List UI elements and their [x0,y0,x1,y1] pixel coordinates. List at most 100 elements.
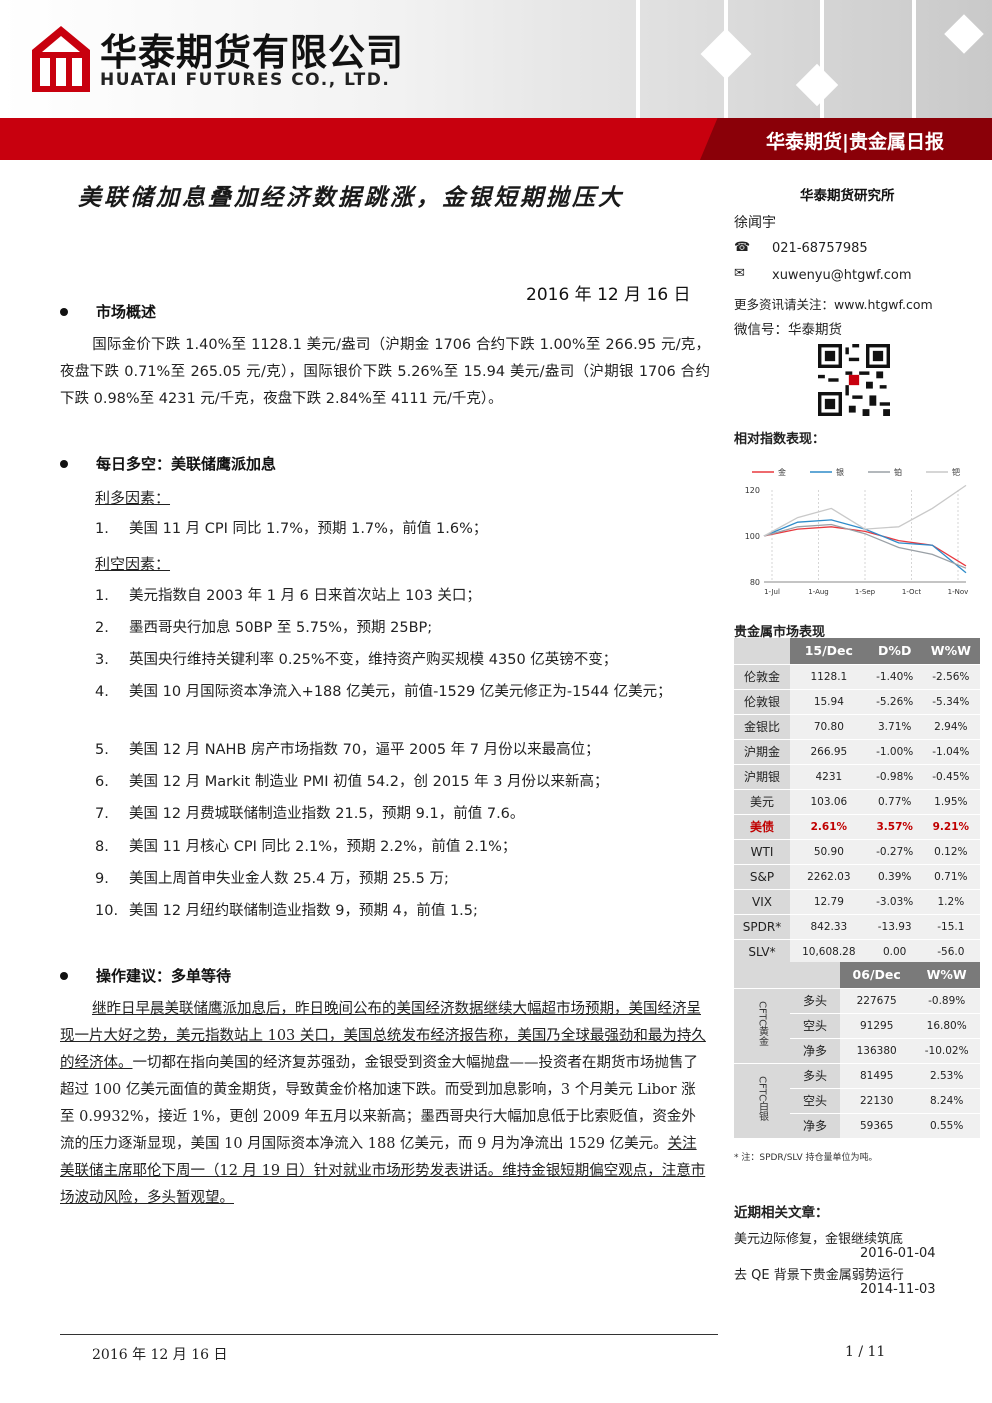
cell-value: 15.94 [790,689,868,715]
qr-code-icon [818,344,890,416]
row-label: WTI [734,839,790,865]
cell-week-change: -15.1 [921,914,980,940]
cell-value: 10,608.28 [790,939,868,965]
cell-value: 50.90 [790,839,868,865]
section-heading-overview: 市场概述 [96,303,157,321]
list-item: 6.美国 12 月 Markit 制造业 PMI 初值 54.2，创 2015 … [95,774,609,790]
list-item: 4.美国 10 月国际资本净流入+188 亿美元，前值-1529 亿美元修正为-… [95,684,672,700]
chart-heading: 相对指数表现： [734,432,826,447]
y-tick-label: 120 [745,486,760,495]
header-banner [0,0,992,118]
cell-day-change: 0.00 [867,939,922,965]
y-tick-label: 100 [745,532,760,541]
cell-week-change: 16.80% [913,1013,980,1039]
row-label: S&P [734,864,790,890]
list-item: 9.美国上周首申失业金人数 25.4 万，预期 25.5 万; [95,871,449,887]
cell-week-change: 2.53% [913,1063,980,1089]
bullet-icon [60,972,68,980]
row-label: 空头 [790,1088,840,1114]
x-tick-label: 1-Oct [902,588,922,596]
cell-value: 2262.03 [790,864,868,890]
bullet-icon [60,308,68,316]
cell-value: 103.06 [790,789,868,815]
red-band-accent [700,118,992,160]
more-info-link[interactable]: 更多资讯请关注：www.htgwf.com [734,297,933,312]
advice-paragraph: 继昨日早晨美联储鹰派加息后，昨日晚间公布的美国经济数据继续大幅超市场预期，美国经… [60,996,710,1212]
article-link[interactable]: 美元边际修复，金银继续筑底 [734,1232,904,1247]
market-table-heading: 贵金属市场表现 [734,625,826,640]
email-link[interactable]: xuwenyu@htgwf.com [772,268,912,283]
row-label: 伦敦金 [734,664,790,690]
bear-factors-label: 利空因素： [95,555,171,573]
wechat-id: 微信号：华泰期货 [734,322,842,338]
row-label: 沪期银 [734,764,790,790]
table-header-row: 06/Dec W%W [734,962,980,989]
cell-value: 136380 [840,1038,914,1064]
bullet-icon [60,460,68,468]
articles-heading: 近期相关文章： [734,1205,829,1221]
email-icon: ✉ [734,266,745,281]
company-name-en: HUATAI FUTURES CO., LTD. [100,70,391,90]
research-institute: 华泰期货研究所 [800,188,895,204]
cell-day-change: -1.00% [867,739,922,765]
row-label: SPDR* [734,914,790,940]
article-date: 2016-01-04 [860,1246,936,1261]
article-link[interactable]: 去 QE 背景下贵金属弱势运行 [734,1268,904,1283]
group-label: CFTC白银 [734,1063,790,1139]
cell-day-change: -0.98% [867,764,922,790]
overview-text: 国际金价下跌 1.40%至 1128.1 美元/盎司（沪期金 1706 合约下跌… [60,337,710,407]
row-label: 美债 [734,814,790,840]
row-label: VIX [734,889,790,915]
cell-value: 91295 [840,1013,914,1039]
cell-week-change: 2.94% [921,714,980,740]
legend-label: 钯 [952,467,960,477]
cell-week-change: -10.02% [913,1038,980,1064]
x-tick-label: 1-Sep [855,588,876,596]
cell-day-change: 0.39% [867,864,922,890]
legend-label: 铂 [894,467,902,477]
advice-text-underlined: 关注美联储主席耶伦下周一（12 月 19 日）针对就业市场形势发表讲话。维持金银… [60,1136,706,1206]
list-item: 8.美国 11 月核心 CPI 同比 2.1%，预期 2.2%，前值 2.1%； [95,839,517,855]
advice-text-underlined: 继昨日早晨美联储鹰派加息后，昨日晚间公布的美国经济数据继续大幅超市场预期，美国经… [60,1001,706,1071]
x-tick-label: 1-Nov [948,588,969,596]
phone-icon: ☎ [734,240,751,255]
cell-week-change: 8.24% [913,1088,980,1114]
row-label: 美元 [734,789,790,815]
column-header: W%W [913,962,980,989]
page-number: 1 / 11 [845,1344,886,1360]
cell-week-change: -0.45% [921,764,980,790]
cell-day-change: 3.71% [867,714,922,740]
row-label: 多头 [790,988,840,1014]
cell-value: 266.95 [790,739,868,765]
huatai-logo-icon [32,26,90,92]
cell-day-change: 3.57% [867,814,922,840]
cell-value: 1128.1 [790,664,868,690]
table-footnote: * 注：SPDR/SLV 持仓量单位为吨。 [734,1153,878,1163]
cell-week-change: 1.95% [921,789,980,815]
report-date: 2016 年 12 月 16 日 [526,285,691,305]
bull-factors-label: 利多因素： [95,489,171,507]
cell-value: 12.79 [790,889,868,915]
row-label: 沪期金 [734,739,790,765]
article-date: 2014-11-03 [860,1282,936,1297]
analyst-name: 徐闻宇 [734,215,776,231]
cell-day-change: -0.27% [867,839,922,865]
table-header-row: 15/Dec D%D W%W [734,638,980,665]
row-label: 伦敦银 [734,689,790,715]
column-header: D%D [867,638,922,665]
cell-week-change: -1.04% [921,739,980,765]
row-label: SLV* [734,939,790,965]
cell-day-change: -5.26% [867,689,922,715]
row-label: 净多 [790,1038,840,1064]
